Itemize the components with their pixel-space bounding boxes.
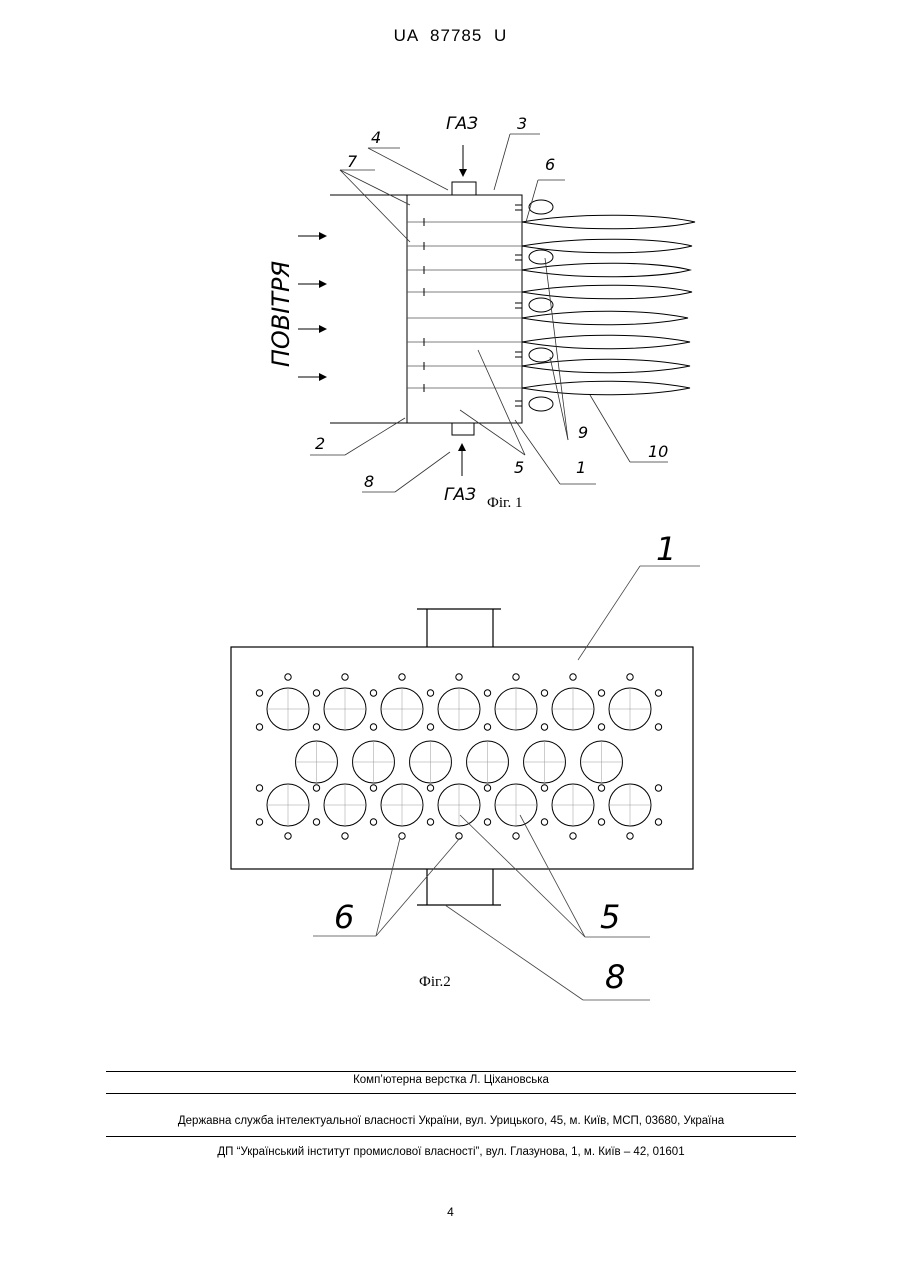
nozzle-hole [541,785,547,791]
nozzle-hole [627,674,633,680]
nozzle-hole [370,690,376,696]
fig2-ref-label-1: 1 [656,530,676,568]
fig2-ref-label-5: 5 [600,898,620,936]
nozzle-hole [570,674,576,680]
nozzle-hole [598,724,604,730]
nozzle-hole [313,690,319,696]
nozzle-hole [598,785,604,791]
nozzle-hole [342,674,348,680]
nozzle-hole [627,833,633,839]
figure-2-caption: Фіг.2 [419,974,451,991]
nozzle-hole [513,833,519,839]
nozzle-hole [285,674,291,680]
fig2-ref-label-6: 6 [334,898,354,936]
nozzle-hole [370,785,376,791]
nozzle-hole [598,690,604,696]
figure-2-drawing [0,0,901,1010]
nozzle-hole [655,819,661,825]
fig2-ref-label-8: 8 [605,958,625,996]
nozzle-hole [456,674,462,680]
nozzle-hole [256,819,262,825]
nozzle-hole [456,833,462,839]
institute-address: ДП “Український інститут промислової вла… [106,1146,796,1158]
nozzle-hole [342,833,348,839]
nozzle-hole [513,674,519,680]
page-number: 4 [0,1205,901,1219]
nozzle-hole [655,690,661,696]
nozzle-hole [570,833,576,839]
nozzle-hole [427,724,433,730]
nozzle-hole [427,690,433,696]
nozzle-hole [541,819,547,825]
nozzle-hole [256,690,262,696]
nozzle-hole [427,819,433,825]
nozzle-hole [655,785,661,791]
nozzle-hole [370,819,376,825]
nozzle-hole [313,724,319,730]
nozzle-hole [399,674,405,680]
nozzle-hole [484,724,490,730]
agency-address: Державна служба інтелектуальної власност… [106,1115,796,1127]
nozzle-hole [484,690,490,696]
nozzle-hole [313,819,319,825]
nozzle-hole [256,724,262,730]
footer-rule-2 [106,1093,796,1094]
nozzle-hole [598,819,604,825]
nozzle-hole [484,819,490,825]
nozzle-hole [427,785,433,791]
footer-rule-3 [106,1136,796,1137]
nozzle-hole [285,833,291,839]
nozzle-hole [313,785,319,791]
nozzle-hole [541,690,547,696]
footer-rule-1 [106,1071,796,1072]
nozzle-hole [484,785,490,791]
nozzle-hole [541,724,547,730]
layout-credit: Комп’ютерна верстка Л. Ціхановська [106,1074,796,1086]
nozzle-hole [256,785,262,791]
nozzle-hole [370,724,376,730]
nozzle-hole [655,724,661,730]
